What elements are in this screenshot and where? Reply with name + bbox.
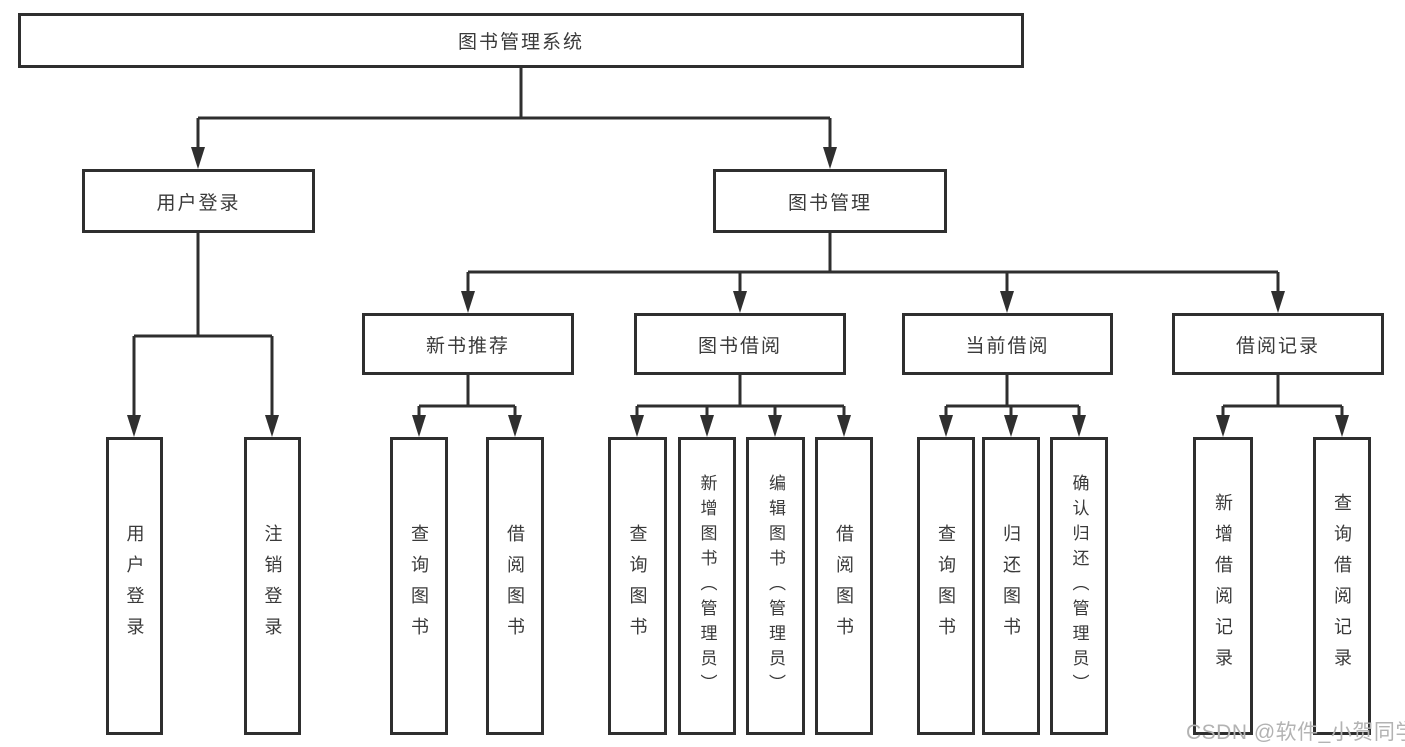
node-newrec-borrow-books-label: 借阅图书: [505, 524, 525, 648]
arrow-down-icon: [1335, 415, 1349, 437]
node-borrow-add-books-admin: 新增图书（管理员）: [678, 437, 736, 735]
node-leaf-logout: 注销登录: [244, 437, 301, 735]
node-root-label: 图书管理系统: [457, 32, 584, 53]
node-newrec-query-books: 查询图书: [390, 437, 448, 735]
branch-book-management-to-level3: [466, 233, 1280, 294]
node-leaf-logout-label: 注销登录: [262, 524, 283, 648]
node-new-book-recommend: 新书推荐: [362, 313, 574, 375]
node-current-borrowing-label: 当前借阅: [965, 335, 1050, 357]
node-current-return-books-label: 归还图书: [1001, 524, 1021, 648]
arrow-down-icon: [508, 415, 522, 437]
branch-current-borrowing-to-children: [944, 375, 1081, 418]
arrow-down-icon: [191, 147, 205, 169]
node-borrow-query-books: 查询图书: [608, 437, 667, 735]
node-borrow-edit-books-admin-label: 编辑图书（管理员）: [766, 473, 785, 699]
arrow-down-icon: [939, 415, 953, 437]
arrow-down-icon: [733, 291, 747, 313]
arrow-down-icon: [1072, 415, 1086, 437]
node-current-confirm-return-admin: 确认归还（管理员）: [1050, 437, 1108, 735]
branch-borrowing-records-to-children: [1221, 375, 1344, 418]
branch-root-to-level2: [196, 68, 832, 150]
node-new-book-recommend-label: 新书推荐: [425, 335, 510, 357]
node-current-confirm-return-admin-label: 确认归还（管理员）: [1069, 473, 1089, 699]
arrow-down-icon: [837, 415, 851, 437]
arrow-down-icon: [1004, 415, 1018, 437]
node-borrow-edit-books-admin: 编辑图书（管理员）: [746, 437, 805, 735]
node-current-borrowing: 当前借阅: [902, 313, 1113, 375]
node-records-add-record-label: 新增借阅记录: [1213, 493, 1233, 679]
node-current-query-books-label: 查询图书: [936, 524, 956, 648]
arrow-down-icon: [412, 415, 426, 437]
node-records-add-record: 新增借阅记录: [1193, 437, 1253, 735]
node-borrow-add-books-admin-label: 新增图书（管理员）: [697, 473, 717, 699]
node-user-login-label: 用户登录: [156, 192, 241, 214]
node-current-query-books: 查询图书: [917, 437, 975, 735]
arrow-down-icon: [1216, 415, 1230, 437]
arrowhead-icons: [127, 147, 1349, 437]
node-borrowing-records-label: 借阅记录: [1235, 335, 1320, 357]
node-newrec-borrow-books: 借阅图书: [486, 437, 544, 735]
arrow-down-icon: [700, 415, 714, 437]
node-current-return-books: 归还图书: [982, 437, 1040, 735]
arrow-down-icon: [768, 415, 782, 437]
node-user-login: 用户登录: [82, 169, 315, 233]
arrow-down-icon: [461, 291, 475, 313]
branch-user-login-to-children: [132, 233, 274, 418]
watermark: CSDN @软件_小贺同学: [1186, 721, 1405, 744]
arrow-down-icon: [630, 415, 644, 437]
arrow-down-icon: [265, 415, 279, 437]
node-records-query-record-label: 查询借阅记录: [1332, 493, 1352, 679]
node-borrowing-records: 借阅记录: [1172, 313, 1384, 375]
node-borrow-borrow-books: 借阅图书: [815, 437, 873, 735]
node-book-management-label: 图书管理: [787, 192, 872, 214]
tree-branch-lines: [132, 68, 1344, 418]
node-book-management: 图书管理: [713, 169, 947, 233]
node-book-borrowing-label: 图书借阅: [697, 335, 782, 357]
node-borrow-query-books-label: 查询图书: [627, 524, 648, 648]
node-book-borrowing: 图书借阅: [634, 313, 846, 375]
node-borrow-borrow-books-label: 借阅图书: [834, 524, 854, 648]
arrow-down-icon: [127, 415, 141, 437]
arrow-down-icon: [823, 147, 837, 169]
arrow-down-icon: [1271, 291, 1285, 313]
node-root: 图书管理系统: [18, 13, 1024, 68]
arrow-down-icon: [1000, 291, 1014, 313]
node-leaf-user-login: 用户登录: [106, 437, 163, 735]
node-leaf-user-login-label: 用户登录: [124, 524, 145, 648]
branch-new-book-recommend-to-children: [417, 375, 517, 418]
branch-book-borrowing-to-children: [635, 375, 846, 418]
node-records-query-record: 查询借阅记录: [1313, 437, 1371, 735]
node-newrec-query-books-label: 查询图书: [409, 524, 429, 648]
